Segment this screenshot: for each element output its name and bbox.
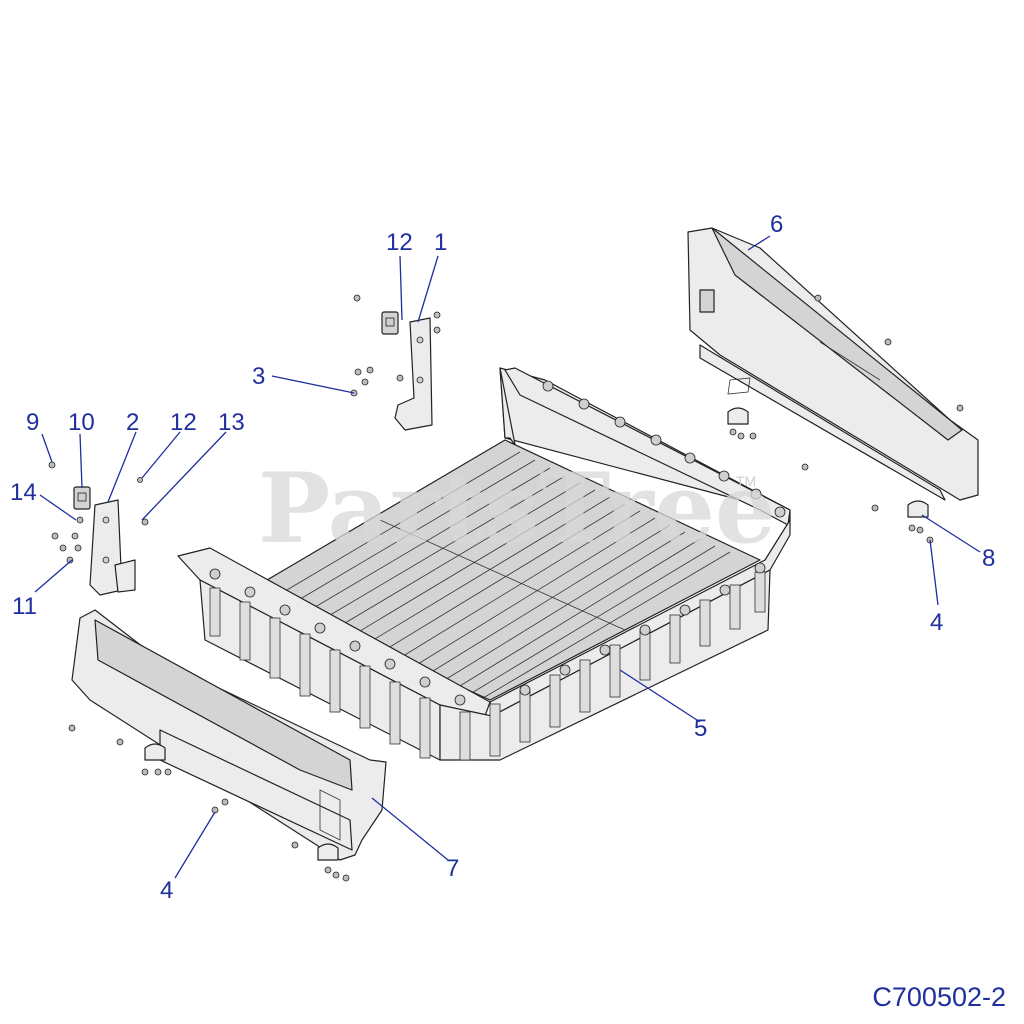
callout-5: 5 xyxy=(694,715,707,742)
fasteners xyxy=(48,294,964,882)
callout-13: 13 xyxy=(218,409,245,436)
rear-panel[interactable] xyxy=(687,227,979,501)
callout-11: 11 xyxy=(12,593,37,620)
hinge-rear-right[interactable] xyxy=(907,500,929,518)
callout-14: 14 xyxy=(10,479,37,506)
hinge-front-left[interactable] xyxy=(144,743,166,761)
callout-12-upper: 12 xyxy=(386,229,413,256)
watermark: PartsTree xyxy=(258,452,776,565)
callout-9: 9 xyxy=(26,409,39,436)
callout-1: 1 xyxy=(434,229,447,256)
hinge-front-right[interactable] xyxy=(317,843,339,861)
callout-4-rear: 4 xyxy=(930,609,943,636)
leader-lines xyxy=(34,235,981,879)
bracket-upper[interactable] xyxy=(394,317,433,431)
cargo-box[interactable] xyxy=(177,367,791,761)
bracket-lower[interactable] xyxy=(89,499,136,596)
callout-8: 8 xyxy=(982,545,995,572)
hinge-rear-left[interactable] xyxy=(727,407,749,425)
watermark-trademark: TM xyxy=(736,473,756,489)
callout-4-front: 4 xyxy=(160,877,173,904)
diagram-code: C700502-2 xyxy=(872,982,1006,1012)
callout-6: 6 xyxy=(770,211,783,238)
latch-lower[interactable] xyxy=(73,486,91,510)
callout-2: 2 xyxy=(126,409,139,436)
callout-7: 7 xyxy=(446,855,459,882)
callout-3: 3 xyxy=(252,363,265,390)
callout-10: 10 xyxy=(68,409,95,436)
latch-upper[interactable] xyxy=(381,311,399,335)
callout-12-lower: 12 xyxy=(170,409,197,436)
